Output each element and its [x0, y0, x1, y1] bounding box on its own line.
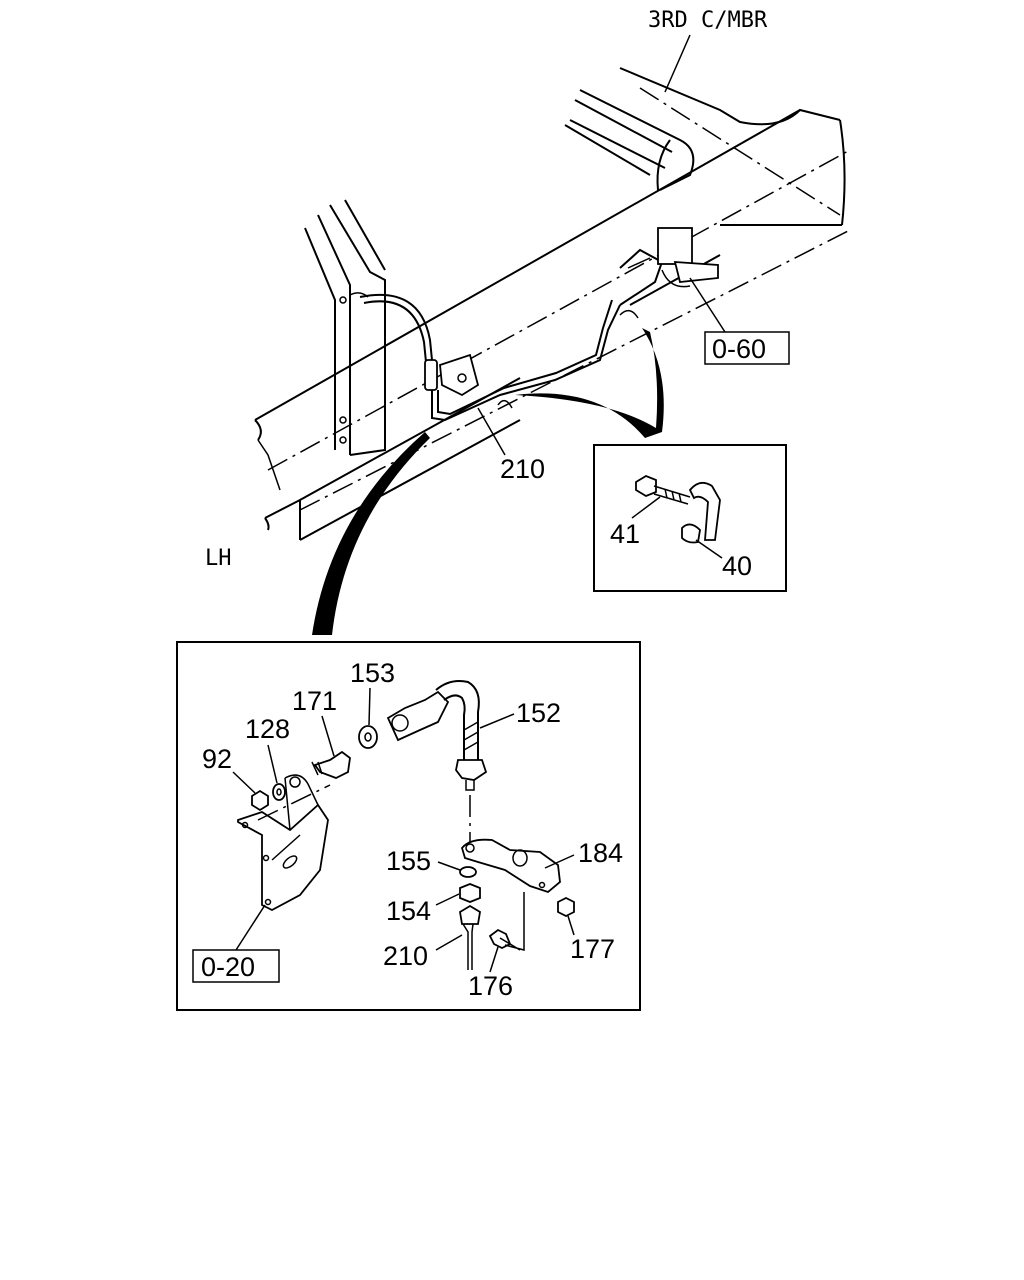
callout-155: 155: [386, 846, 431, 876]
svg-text:0-60: 0-60: [712, 334, 766, 364]
washer-153: [358, 725, 378, 749]
callout-128: 128: [245, 714, 290, 744]
callout-152: 152: [516, 698, 561, 728]
callout-210-detail: 210: [383, 941, 428, 971]
nut-177: [557, 896, 575, 918]
leader-member: [664, 34, 691, 93]
pointer-arrow-detail-main: [312, 432, 430, 635]
mounting-bracket: [237, 774, 331, 912]
hose-152: [386, 680, 488, 791]
frame-rail: [254, 108, 851, 541]
callout-154: 154: [386, 896, 431, 926]
side-label: LH: [205, 546, 232, 571]
reference-0-20: 0-20: [192, 904, 280, 983]
callout-177: 177: [570, 934, 615, 964]
bracket-184: [461, 838, 561, 894]
washer-155: [459, 866, 477, 878]
callout-184: 184: [578, 838, 623, 868]
callout-41: 41: [610, 519, 640, 549]
washer-128: [272, 783, 286, 801]
callout-171: 171: [292, 686, 337, 716]
upright-cross-member: [304, 199, 386, 456]
callout-153: 153: [350, 658, 395, 688]
clip-detail-box: 41 40: [593, 444, 787, 592]
callout-176: 176: [468, 971, 513, 1001]
nut-92: [251, 789, 269, 812]
main-detail-box: 153 171 128 92 152 184 155 154 210 176 1…: [176, 641, 641, 1011]
pointer-arrow-detail-clip: [515, 328, 664, 438]
third-cross-member-label: 3RD C/MBR: [648, 8, 768, 33]
pipe-end-210: [459, 904, 481, 970]
nut-154: [459, 883, 481, 903]
reference-0-60: 0-60: [689, 277, 790, 365]
callout-92: 92: [202, 744, 232, 774]
svg-text:0-20: 0-20: [201, 952, 255, 982]
callout-210-main: 210: [500, 454, 545, 484]
brake-pipe-route: [359, 227, 719, 422]
callout-40: 40: [722, 551, 752, 581]
leader-210-main: [477, 407, 506, 456]
connector-171: [311, 750, 351, 779]
third-cross-member: [564, 67, 841, 216]
